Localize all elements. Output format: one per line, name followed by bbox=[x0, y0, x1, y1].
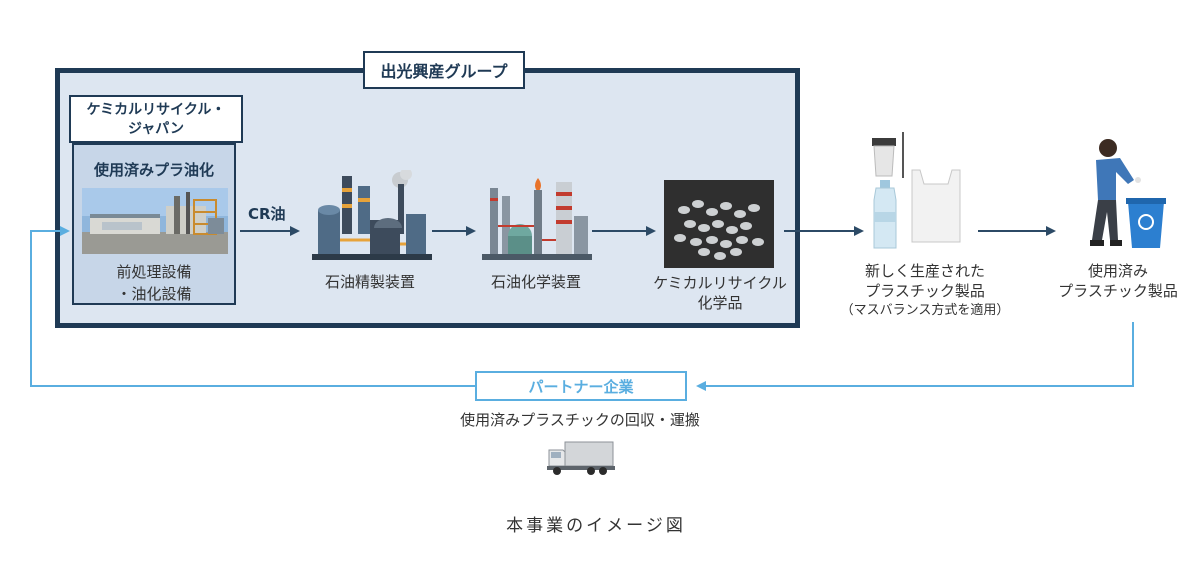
used-products-label: 使用済み プラスチック製品 bbox=[1044, 261, 1192, 301]
chemical-label-line2: 化学品 bbox=[697, 294, 743, 312]
chemical-label-line1: ケミカルリサイクル bbox=[653, 274, 787, 292]
new-products-line3: （マスバランス方式を適用） bbox=[840, 303, 1010, 318]
partner-company-label: パートナー企業 bbox=[475, 371, 687, 401]
new-products-line1: 新しく生産された bbox=[864, 262, 985, 280]
idemitsu-group-label: 出光興産グループ bbox=[363, 51, 525, 89]
facility-caption: 前処理設備 ・油化設備 bbox=[74, 261, 234, 305]
chemical-label: ケミカルリサイクル 化学品 bbox=[640, 273, 800, 313]
facility-caption-line1: 前処理設備 bbox=[116, 263, 192, 281]
used-products-line1: 使用済み bbox=[1087, 262, 1148, 280]
partner-caption: 使用済みプラスチックの回収・運搬 bbox=[460, 411, 700, 429]
truck-icon bbox=[547, 440, 615, 476]
figure-caption: 本事業のイメージ図 bbox=[506, 516, 686, 536]
cr-japan-line2: ジャパン bbox=[128, 121, 184, 137]
cr-japan-line1: ケミカルリサイクル・ bbox=[86, 102, 226, 118]
new-plastic-products-image bbox=[862, 130, 978, 254]
petrochemical-icon bbox=[482, 176, 592, 264]
return-line-left bbox=[30, 226, 475, 387]
chemical-pellets-image bbox=[664, 180, 774, 268]
facility-title: 使用済みプラ油化 bbox=[93, 161, 214, 179]
chemical-recycle-japan-label: ケミカルリサイクル・ ジャパン bbox=[69, 95, 243, 143]
used-products-line2: プラスチック製品 bbox=[1058, 282, 1178, 300]
facility-caption-line2: ・油化設備 bbox=[116, 285, 192, 303]
cr-oil-label: CR油 bbox=[248, 205, 286, 223]
return-line-right bbox=[696, 322, 1134, 391]
refinery-icon bbox=[312, 170, 432, 265]
person-recycling-icon bbox=[1076, 136, 1172, 254]
oil-conversion-facility: 使用済みプラ油化 前処理設備 ・油化設備 bbox=[72, 143, 236, 305]
new-products-label: 新しく生産された プラスチック製品 （マスバランス方式を適用） bbox=[820, 261, 1030, 321]
facility-photo bbox=[82, 188, 228, 254]
refinery-label: 石油精製装置 bbox=[324, 273, 415, 291]
new-products-line2: プラスチック製品 bbox=[865, 282, 985, 300]
petrochemical-label: 石油化学装置 bbox=[490, 273, 581, 291]
